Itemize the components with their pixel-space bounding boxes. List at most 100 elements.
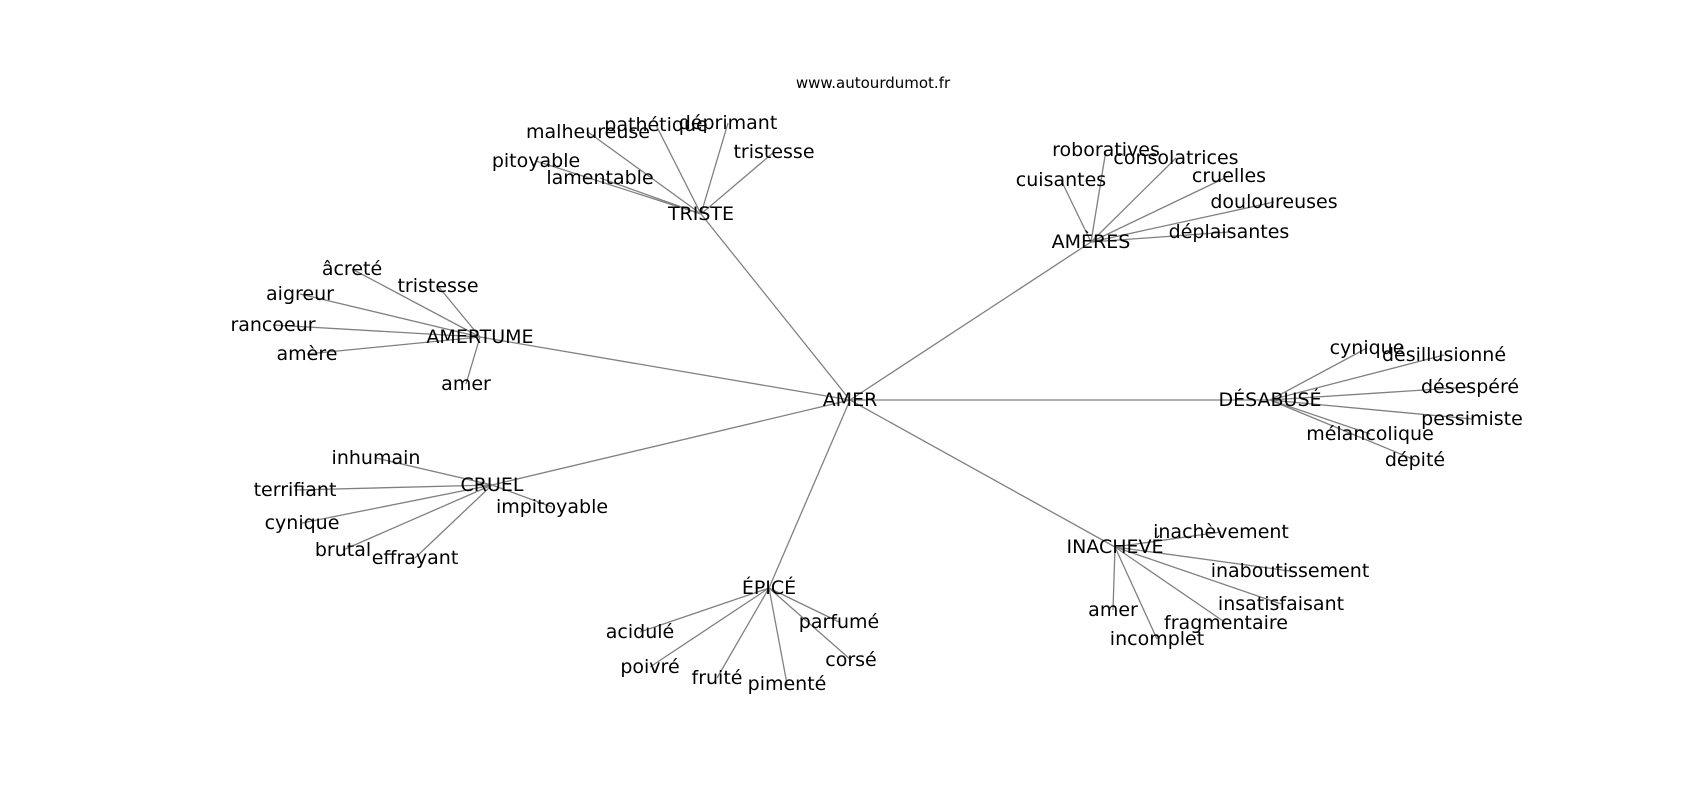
edge-amertume-amer-1 [465,336,481,385]
word-node-cynique-2[interactable]: cynique [265,512,340,534]
word-node-deplaisantes[interactable]: déplaisantes [1169,221,1290,243]
source-url: www.autourdumot.fr [796,74,951,92]
edge-inacheve-inaboutissement [1114,546,1291,572]
word-node-cuisantes[interactable]: cuisantes [1016,169,1106,191]
edge-amertume-aigreur [299,293,481,338]
word-node-inhumain[interactable]: inhumain [332,447,421,469]
edge-ameres-roboratives [1090,149,1107,243]
edge-amer-triste [700,213,851,401]
word-node-tristesse-1[interactable]: tristesse [733,141,814,163]
edge-cruel-brutal [342,484,493,551]
edge-epice-pimente [768,587,788,685]
word-node-aigreur[interactable]: aigreur [266,283,334,305]
center-node-amer[interactable]: AMER [823,389,878,411]
word-node-effrayant[interactable]: effrayant [372,547,459,569]
group-node-ameres[interactable]: AMÈRES [1052,230,1131,253]
word-node-amere[interactable]: amère [277,343,338,365]
edge-desabuse-desespere [1269,386,1471,401]
word-node-parfume[interactable]: parfumé [799,611,879,633]
group-node-inacheve[interactable]: INACHEVÉ [1066,535,1163,558]
edge-amertume-rancoeur [272,324,481,338]
graph-edges [272,122,1473,685]
word-node-pimente[interactable]: pimenté [748,673,827,695]
word-node-douloureuses[interactable]: douloureuses [1210,191,1337,213]
group-node-amertume[interactable]: AMERTUME [426,326,533,348]
word-node-consolatrices[interactable]: consolatrices [1113,147,1238,169]
edge-epice-acidule [639,587,770,633]
edge-epice-parfume [768,587,840,623]
edge-desabuse-desillusionne [1269,354,1445,401]
edge-ameres-cruelles [1090,175,1230,243]
edge-triste-pitoyable [535,160,702,215]
edge-inacheve-amer-2 [1112,546,1116,611]
edge-desabuse-cynique-1 [1269,347,1368,401]
edge-amertume-amere [306,336,481,355]
edge-inacheve-incomplet [1114,546,1158,640]
word-node-corse[interactable]: corsé [825,649,876,671]
edge-amer-inacheve [849,399,1116,548]
word-node-inachevement[interactable]: inachèvement [1153,521,1289,543]
edge-amer-epice [768,399,851,589]
word-node-fruite[interactable]: fruité [692,667,743,689]
edge-desabuse-depite [1269,399,1416,461]
word-node-incomplet[interactable]: incomplet [1110,628,1204,650]
word-node-depite[interactable]: dépité [1385,449,1445,471]
edge-amer-ameres [849,241,1092,401]
group-node-cruel[interactable]: CRUEL [461,474,524,496]
edge-cruel-cynique-2 [301,484,493,524]
edge-amer-amertume [479,336,851,401]
word-node-roboratives[interactable]: roboratives [1052,139,1160,161]
word-node-brutal[interactable]: brutal [315,539,371,561]
word-node-cruelles[interactable]: cruelles [1192,165,1266,187]
edge-amertume-tristesse-2 [437,285,481,338]
edge-ameres-cuisantes [1060,179,1092,243]
edge-triste-deprimant [700,122,729,215]
word-node-lamentable[interactable]: lamentable [546,167,653,189]
word-node-pessimiste[interactable]: pessimiste [1421,408,1523,430]
edge-epice-poivre [649,587,770,668]
edge-inacheve-insatisfaisant [1114,546,1282,605]
word-node-malheureuse[interactable]: malheureuse [526,121,650,143]
edge-triste-tristesse-1 [700,151,775,215]
word-node-terrifiant[interactable]: terrifiant [254,479,337,501]
word-node-inaboutissement[interactable]: inaboutissement [1211,560,1370,582]
edge-amertume-acrete [351,268,481,338]
word-node-fragmentaire[interactable]: fragmentaire [1164,612,1288,634]
graph-nodes: AMER TRISTE malheureusepathétiquedéprimant… [230,112,1522,695]
edge-amer-cruel [491,399,851,486]
word-node-cynique-1[interactable]: cynique [1330,337,1405,359]
word-node-amer-1[interactable]: amer [441,373,491,395]
word-node-pitoyable[interactable]: pitoyable [492,150,580,172]
word-node-amer-2[interactable]: amer [1088,599,1138,621]
word-node-melancolique[interactable]: mélancolique [1306,423,1434,445]
word-node-impitoyable[interactable]: impitoyable [496,496,608,518]
edge-epice-fruite [716,587,770,679]
edge-triste-malheureuse [587,131,702,215]
edge-desabuse-melancolique [1269,399,1371,435]
group-node-triste[interactable]: TRISTE [667,203,734,225]
word-node-poivre[interactable]: poivré [620,656,679,678]
edge-cruel-impitoyable [491,484,553,508]
edge-triste-lamentable [599,177,702,215]
edge-triste-pathetique [655,124,702,215]
edge-cruel-inhumain [375,457,493,486]
edge-cruel-effrayant [414,484,493,559]
word-node-deprimant[interactable]: déprimant [679,112,778,134]
group-node-epice[interactable]: ÉPICÉ [742,576,796,599]
word-node-acrete[interactable]: âcreté [322,258,382,280]
edge-cruel-terrifiant [294,484,493,491]
edge-ameres-douloureuses [1090,201,1275,243]
edge-ameres-deplaisantes [1090,231,1230,243]
group-node-desabuse[interactable]: DÉSABUSÉ [1218,388,1321,411]
word-node-tristesse-2[interactable]: tristesse [397,275,478,297]
word-node-acidule[interactable]: acidulé [606,621,674,643]
edge-inacheve-fragmentaire [1114,546,1227,624]
word-node-rancoeur[interactable]: rancoeur [230,314,315,336]
word-node-insatisfaisant[interactable]: insatisfaisant [1218,593,1344,615]
word-node-desillusionne[interactable]: désillusionné [1382,344,1506,366]
edge-ameres-consolatrices [1090,157,1177,243]
edge-epice-corse [768,587,852,661]
word-node-pathetique[interactable]: pathétique [604,114,707,136]
word-node-desespere[interactable]: désespéré [1421,376,1519,398]
